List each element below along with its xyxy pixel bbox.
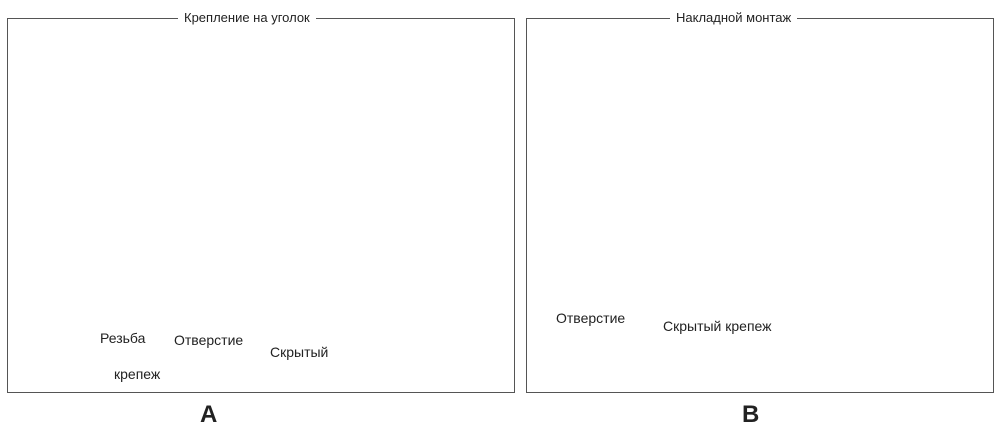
- label-hole: Отверстие: [556, 310, 626, 326]
- label-hidden-fastener: Скрытый крепеж: [663, 318, 772, 334]
- label-thread: Резьба: [100, 330, 146, 346]
- panel-surface-mount: Накладной монтаж: [526, 10, 994, 393]
- figure-letter-b: B: [742, 401, 760, 428]
- panel-title: Накладной монтаж: [670, 10, 798, 26]
- label-fastener: крепеж: [114, 366, 161, 382]
- panel-title: Крепление на уголок: [178, 10, 316, 26]
- panel-corner-mount: Крепление на уголок: [7, 10, 515, 393]
- label-hole: Отверстие: [174, 332, 244, 348]
- figure-letter-a: A: [200, 401, 218, 428]
- label-hidden: Скрытый: [270, 344, 329, 360]
